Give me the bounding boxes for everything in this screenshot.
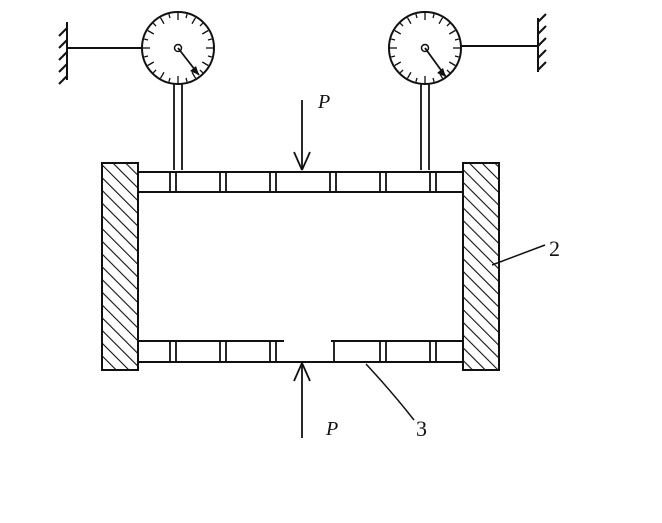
dial-tick (159, 71, 165, 79)
top-force-label: P (317, 91, 330, 113)
dial-tick (152, 22, 157, 27)
dial-tick (394, 29, 402, 35)
dial-tick (391, 38, 396, 41)
dial-tick (448, 61, 456, 67)
bottom-force-arrow (293, 362, 311, 438)
top-force-arrow (293, 100, 311, 171)
dial-tick (199, 22, 204, 27)
bottom-beam-ribs (169, 341, 437, 362)
dial-tick (438, 17, 444, 25)
part-2-leader (491, 244, 546, 266)
dial-tick (168, 14, 171, 19)
left-dial-ticks (143, 13, 213, 83)
dial-tick (454, 55, 459, 58)
dial-tick (201, 29, 209, 35)
dial-tick (201, 61, 209, 67)
dial-tick (199, 69, 204, 74)
dial-tick (432, 77, 435, 82)
dial-tick (446, 22, 451, 27)
dial-tick (185, 77, 188, 82)
top-beam (137, 171, 463, 193)
dial-tick (446, 69, 451, 74)
left-dial-gauge (141, 11, 215, 170)
dial-tick (147, 61, 155, 67)
part-2-label: 2 (549, 236, 560, 261)
dial-tick (147, 29, 155, 35)
dial-tick (406, 71, 412, 79)
dial-tick (415, 14, 418, 19)
dial-tick (448, 29, 456, 35)
right-wall-mount (461, 13, 547, 72)
right-dial-ticks (390, 13, 460, 83)
dial-tick (207, 38, 212, 41)
dial-tick (399, 22, 404, 27)
left-wall-mount (58, 22, 142, 85)
dial-tick (394, 61, 402, 67)
dial-tick (185, 14, 188, 19)
dial-tick (391, 55, 396, 58)
dial-tick (399, 69, 404, 74)
right-support-block (462, 162, 500, 371)
dial-tick (144, 38, 149, 41)
bottom-force-label: P (325, 418, 338, 440)
dial-tick (406, 17, 412, 25)
part-3-leader (365, 363, 415, 421)
dial-tick (191, 17, 197, 25)
bottom-beam (137, 340, 463, 363)
dial-tick (159, 17, 165, 25)
dial-tick (144, 55, 149, 58)
dial-tick (432, 14, 435, 19)
dial-tick (191, 71, 197, 79)
right-dial-gauge (388, 11, 462, 170)
top-beam-ribs (169, 172, 437, 192)
part-3-label: 3 (416, 416, 427, 441)
dial-tick (152, 69, 157, 74)
dial-tick (168, 77, 171, 82)
left-support-block (101, 162, 139, 371)
dial-tick (454, 38, 459, 41)
dial-tick (415, 77, 418, 82)
dial-tick (207, 55, 212, 58)
